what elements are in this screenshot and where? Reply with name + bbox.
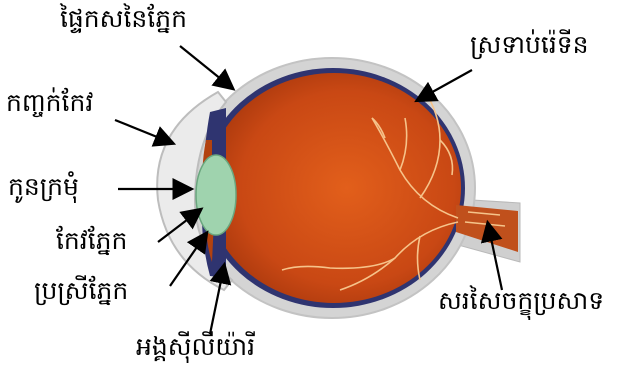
label-iris-lens: កែវភ្នែក: [56, 228, 127, 253]
label-retina: ស្រទាប់រ៉េទីន: [470, 32, 589, 57]
label-ciliary: អង្គស៊ីលីយ៉ារី: [136, 334, 255, 359]
label-lens: កូនក្រមុំ: [8, 174, 79, 199]
label-optic-nerve: សរសៃចក្ខុប្រសាទ: [438, 288, 604, 313]
label-eye-white: ផ្ទៃកសនៃភ្នែក: [60, 6, 187, 31]
lens: [196, 155, 236, 235]
label-pupil: ប្រស្រីភ្នែក: [34, 278, 128, 303]
label-cornea: កញ្ចក់កែវ: [6, 90, 93, 115]
